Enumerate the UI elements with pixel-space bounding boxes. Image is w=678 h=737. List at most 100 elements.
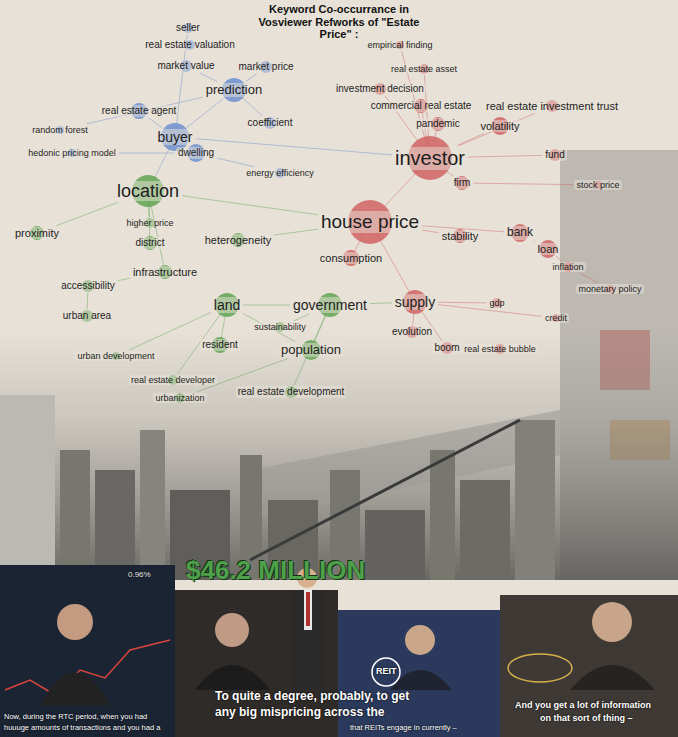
keyword-label: volatility: [478, 120, 521, 133]
keyword-label: real estate investment trust: [484, 100, 620, 113]
co-occurrence-link: [473, 183, 573, 184]
caption-text: $46.2 MILLION: [186, 556, 365, 586]
tower: [365, 510, 425, 580]
caption-text: To quite a degree, probably, to get: [215, 690, 409, 704]
co-occurrence-link: [154, 146, 171, 180]
keyword-node: gdp: [487, 298, 506, 308]
keyword-node: district: [134, 237, 167, 249]
video-stills: [0, 565, 678, 737]
keyword-node: boom: [432, 342, 461, 354]
keyword-label: urban area: [61, 310, 113, 322]
keyword-label: real estate valuation: [143, 39, 237, 51]
keyword-node: loan: [536, 243, 561, 256]
co-occurrence-link: [422, 230, 439, 233]
co-occurrence-link: [119, 153, 175, 154]
co-occurrence-link: [221, 314, 225, 338]
keyword-label: firm: [452, 177, 473, 189]
keyword-label: stability: [440, 230, 481, 243]
keyword-node: location: [115, 181, 181, 202]
co-occurrence-link: [243, 98, 262, 116]
keyword-node: seller: [174, 22, 202, 34]
keyword-label: market price: [236, 61, 295, 73]
keyword-label: boom: [432, 342, 461, 354]
keyword-node: stock price: [574, 180, 621, 190]
tower: [430, 450, 455, 580]
caption-text: that REITs engage in currently –: [350, 724, 457, 733]
keyword-label: government: [291, 297, 369, 313]
tie: [306, 592, 310, 626]
shirt: [304, 590, 312, 630]
keyword-label: random forest: [30, 125, 90, 135]
co-occurrence-link: [381, 171, 418, 211]
keyword-label: supply: [393, 294, 437, 310]
co-occurrence-link: [196, 139, 392, 155]
keyword-node: real estate bubble: [462, 344, 538, 354]
person-body: [195, 665, 270, 690]
keyword-label: house price: [319, 211, 421, 233]
keyword-node: real estate investment trust: [484, 100, 620, 113]
person-head: [592, 602, 632, 642]
keyword-label: pandemic: [414, 118, 461, 130]
co-occurrence-link: [246, 74, 257, 82]
caption-text: 0.96%: [128, 570, 151, 579]
keyword-node: house price: [319, 211, 421, 233]
keyword-node: buyer: [155, 129, 194, 145]
keyword-label: higher price: [124, 218, 175, 228]
keyword-label: empirical finding: [365, 40, 434, 50]
keyword-node: government: [291, 297, 369, 313]
tower: [60, 450, 90, 580]
keyword-node: sustainability: [252, 322, 308, 332]
keyword-node: credit: [543, 313, 569, 323]
keyword-label: bank: [505, 226, 535, 240]
keyword-node: supply: [393, 294, 437, 310]
co-occurrence-link: [200, 73, 218, 82]
tower: [515, 420, 555, 580]
keyword-node: energy efficiency: [244, 168, 315, 178]
keyword-label: hedonic pricing model: [26, 148, 118, 158]
keyword-label: evolution: [390, 326, 434, 338]
co-occurrence-link: [186, 98, 223, 127]
tower: [95, 470, 135, 580]
keyword-node: consumption: [318, 252, 384, 265]
co-occurrence-link: [217, 158, 254, 167]
keyword-node: inflation: [550, 262, 585, 272]
keyword-node: market price: [236, 61, 295, 73]
co-occurrence-link: [556, 256, 561, 261]
keyword-node: stability: [440, 230, 481, 243]
icon-circle: [372, 658, 400, 686]
keyword-label: district: [134, 237, 167, 249]
person-body: [292, 590, 324, 690]
keyword-label: urbanization: [153, 393, 206, 403]
co-occurrence-link: [56, 202, 118, 225]
caption-text: Now, during the RTC period, when you had: [4, 713, 147, 722]
still-panel: [500, 595, 678, 737]
keyword-node: infrastructure: [131, 266, 199, 279]
co-occurrence-link: [534, 240, 535, 242]
keyword-node: land: [212, 297, 242, 313]
keyword-node: accessibility: [59, 280, 116, 292]
keyword-label: investor: [393, 147, 467, 170]
caption-text: REIT: [376, 666, 397, 676]
keyword-node: investment decision: [334, 83, 426, 95]
keyword-node: resident: [200, 339, 240, 351]
keyword-label: dwelling: [176, 147, 216, 159]
keyword-label: real estate asset: [389, 64, 459, 74]
keyword-label: credit: [543, 313, 569, 323]
keyword-label: heterogeneity: [203, 234, 274, 247]
keyword-label: monetary policy: [576, 284, 643, 294]
keyword-node: urban development: [75, 351, 156, 361]
keyword-node: coefficient: [246, 117, 295, 129]
co-occurrence-link: [468, 155, 542, 157]
keyword-node: real estate developer: [129, 375, 217, 385]
keyword-node: empirical finding: [365, 40, 434, 50]
person-body: [570, 665, 655, 690]
co-occurrence-link: [580, 273, 598, 283]
keyword-label: population: [279, 343, 343, 358]
keyword-label: consumption: [318, 252, 384, 265]
keyword-label: loan: [536, 243, 561, 256]
keyword-node: prediction: [204, 83, 264, 98]
keyword-label: land: [212, 297, 242, 313]
co-occurrence-link: [438, 302, 486, 304]
